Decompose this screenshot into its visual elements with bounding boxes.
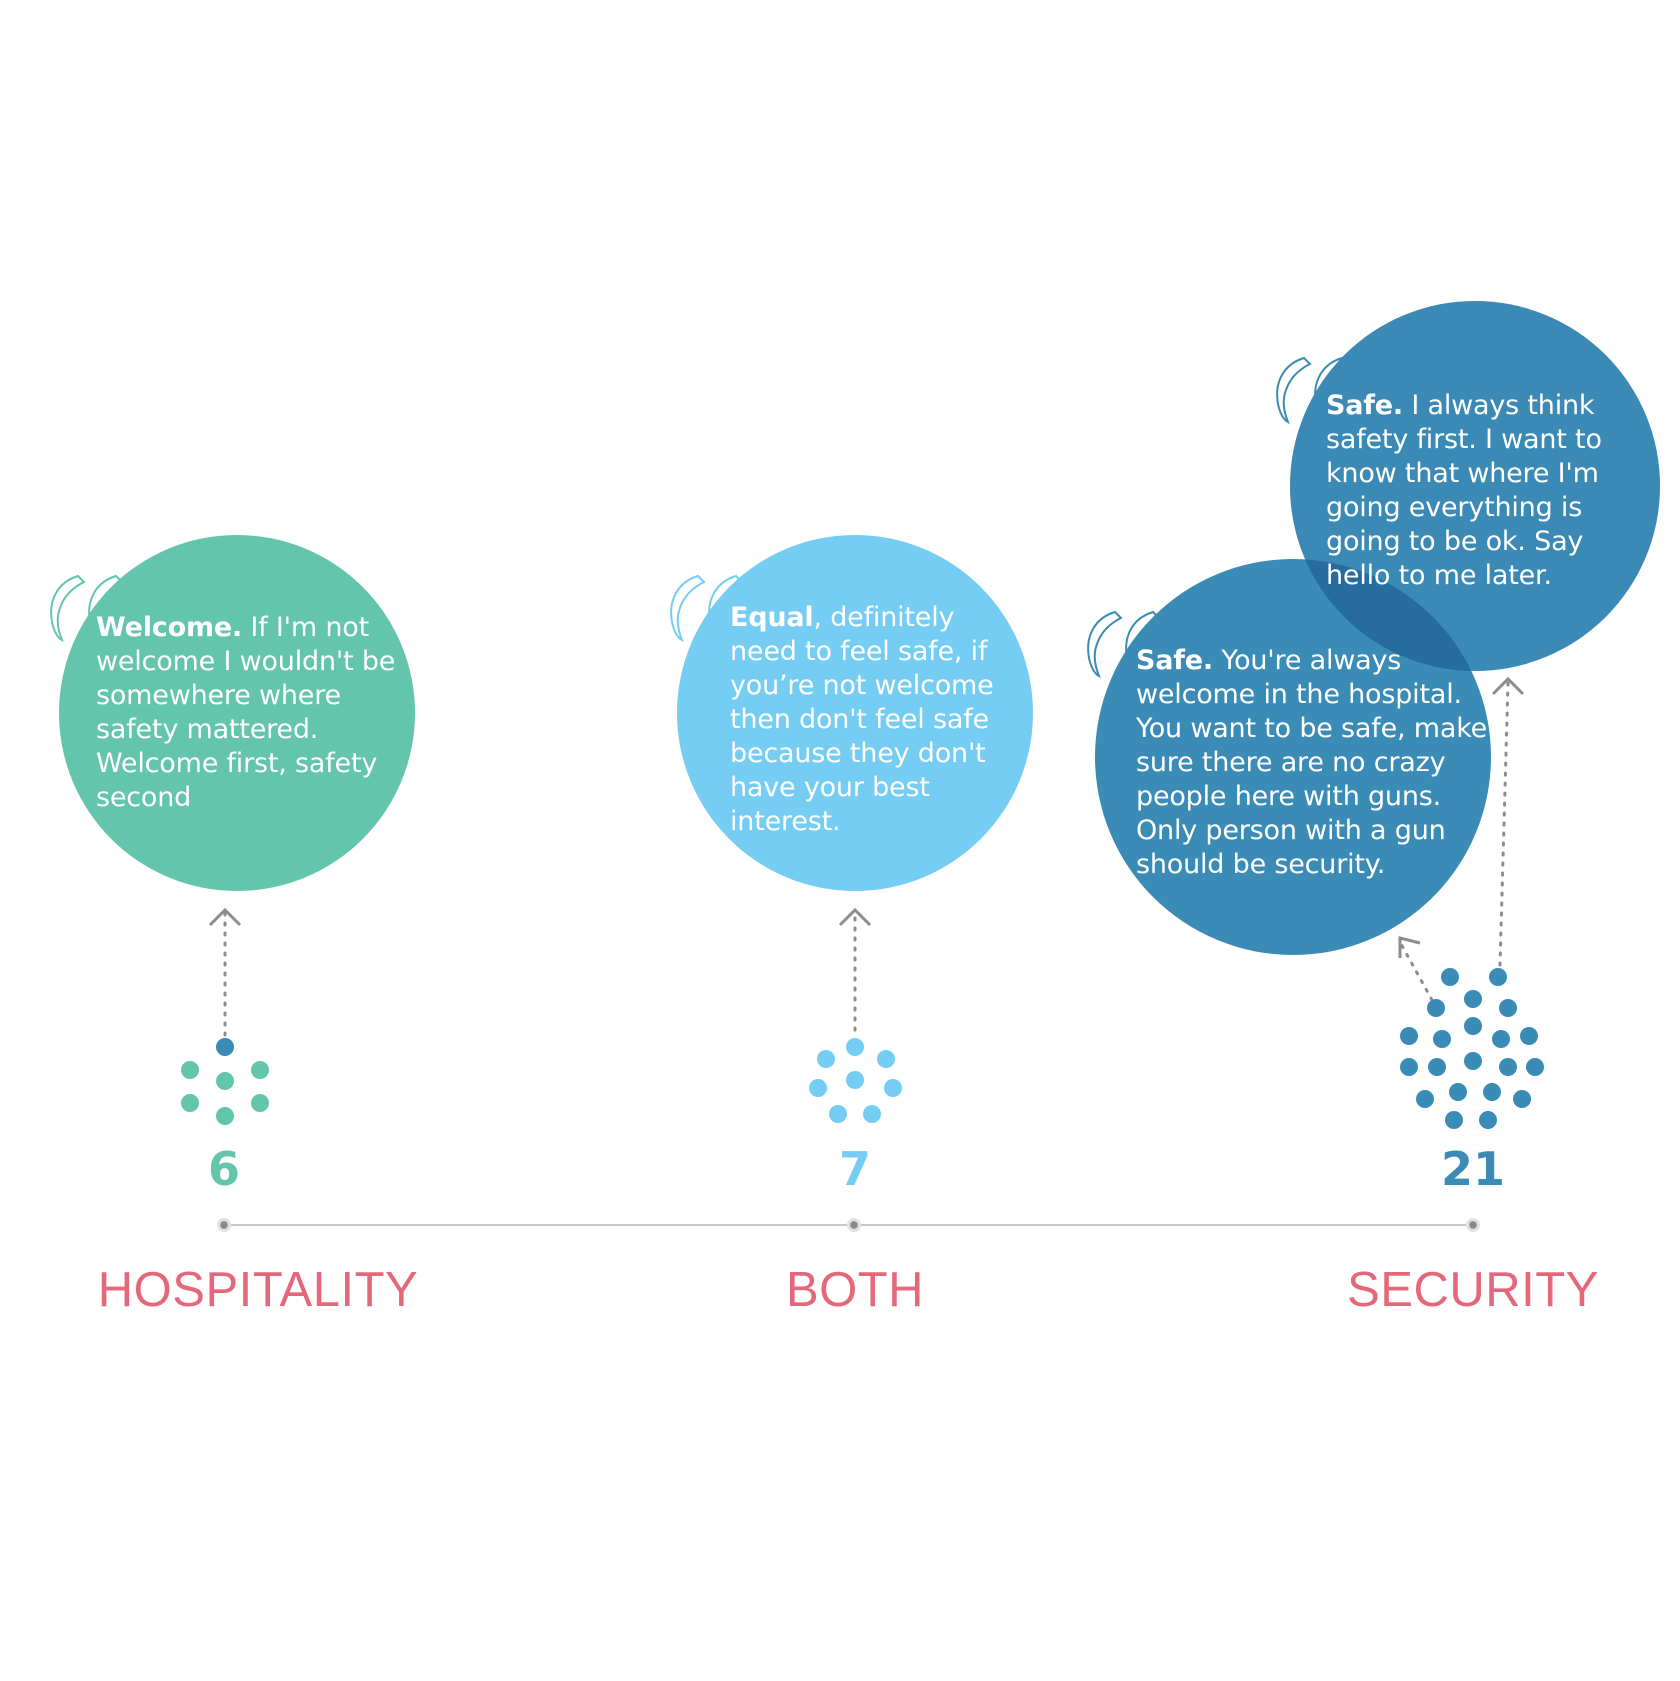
quote-text-security-2: Safe. I always think safety first. I wan… <box>1326 389 1626 593</box>
count-both: 7 <box>838 1142 871 1196</box>
category-label-both: BOTH <box>785 1263 925 1317</box>
count-hospitality: 6 <box>207 1142 240 1196</box>
timeline-node-icon <box>847 1218 861 1232</box>
quote-lead-both: Equal <box>730 602 814 633</box>
quote-bubble-both <box>677 535 1033 891</box>
quote-bubble-hospitality <box>59 535 415 891</box>
quote-body-hospitality: If I'm not welcome I wouldn't be somewhe… <box>96 612 396 813</box>
respondent-dots-hospitality <box>181 1038 269 1125</box>
category-label-security: SECURITY <box>1347 1263 1599 1317</box>
quote-lead-security-2: Safe. <box>1326 390 1403 421</box>
category-label-hospitality: HOSPITALITY <box>97 1263 419 1317</box>
quote-text-both: Equal, definitely need to feel safe, if … <box>730 601 1000 839</box>
quote-lead-security-1: Safe. <box>1136 645 1213 676</box>
arrow-up-icon <box>838 907 872 927</box>
respondent-dots-both <box>809 1038 902 1123</box>
count-security: 21 <box>1440 1142 1505 1196</box>
open-quote-icon <box>1087 610 1161 679</box>
quote-bubble-security-2-fill <box>1290 301 1660 671</box>
respondent-dots-security <box>1400 968 1544 1129</box>
quote-lead-hospitality: Welcome. <box>96 612 243 643</box>
quote-body-security-2: I always think safety first. I want to k… <box>1326 390 1602 591</box>
open-quote-icon <box>1276 356 1350 425</box>
timeline-node-icon <box>217 1218 231 1232</box>
timeline-node-icon <box>1466 1218 1480 1232</box>
arrow-up-icon <box>1491 676 1525 696</box>
quote-text-security-1: Safe. You're always welcome in the hospi… <box>1136 644 1496 882</box>
arrow-up-icon <box>208 907 242 927</box>
quote-body-security-1: You're always welcome in the hospital. Y… <box>1136 645 1488 880</box>
open-quote-icon <box>670 574 744 643</box>
open-quote-icon <box>50 574 124 643</box>
arrow-up-icon <box>1398 936 1421 958</box>
quote-body-both: , definitely need to feel safe, if you’r… <box>730 602 994 837</box>
quote-text-hospitality: Welcome. If I'm not welcome I wouldn't b… <box>96 611 396 815</box>
